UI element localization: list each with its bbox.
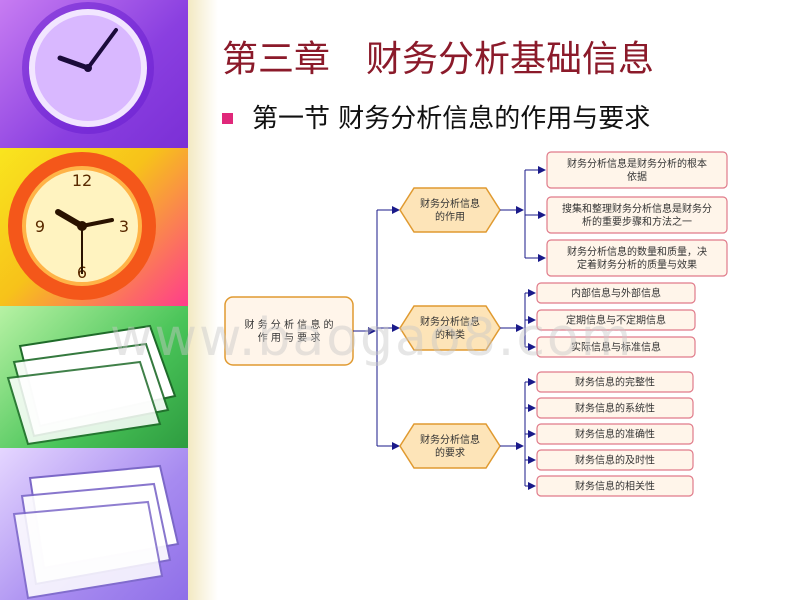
leaf-label: 内部信息与外部信息 xyxy=(571,287,661,300)
decorative-sidebar: 123 69 xyxy=(0,0,188,600)
branch-node-1-label-line: 的作用 xyxy=(435,210,465,223)
bullet-marker xyxy=(222,113,233,124)
leaf-label-line: 财务信息的相关性 xyxy=(575,480,655,493)
leaf-box xyxy=(536,336,696,358)
svg-text:3: 3 xyxy=(119,217,129,236)
paper-stack-icon xyxy=(6,324,177,446)
leaf-label-line: 财务信息的准确性 xyxy=(575,428,655,441)
leaf-label: 财务分析信息的数量和质量，决定着财务分析的质量与效果 xyxy=(567,245,707,271)
leaf-label-line: 财务信息的系统性 xyxy=(575,402,655,415)
branch-node-2-label-line: 的种类 xyxy=(435,328,465,341)
green-papers-panel xyxy=(0,306,188,448)
leaf-label-line: 财务信息的及时性 xyxy=(575,454,655,467)
leaf-label-line: 定着财务分析的质量与效果 xyxy=(577,258,697,271)
slide-subtitle: 第一节 财务分析信息的作用与要求 xyxy=(252,104,651,134)
branch-node-1-label-line: 财务分析信息 xyxy=(420,197,480,210)
leaf-label: 财务分析信息是财务分析的根本依据 xyxy=(567,157,707,183)
branch-node-3-label: 财务分析信息的要求 xyxy=(420,433,480,459)
leaf-box xyxy=(536,371,694,393)
root-node-label: 财 务 分 析 信 息 的作 用 与 要 求 xyxy=(244,318,333,344)
leaf-label-line: 内部信息与外部信息 xyxy=(571,287,661,300)
slide-title: 第三章 财务分析基础信息 xyxy=(222,39,655,80)
branch-node-1 xyxy=(399,187,501,233)
svg-text:12: 12 xyxy=(72,171,92,190)
branch-node-3-label-line: 的要求 xyxy=(435,446,465,459)
leaf-box xyxy=(536,449,694,471)
orange-clock-panel: 123 69 xyxy=(0,148,188,306)
leaf-label: 定期信息与不定期信息 xyxy=(566,314,666,327)
leaf-box xyxy=(546,196,728,234)
leaf-label-line: 析的重要步骤和方法之一 xyxy=(582,215,692,228)
leaf-label-line: 搜集和整理财务分析信息是财务分 xyxy=(562,202,712,215)
leaf-label: 财务信息的及时性 xyxy=(575,454,655,467)
purple-clock-panel xyxy=(0,0,188,148)
leaf-label-line: 财务分析信息是财务分析的根本 xyxy=(567,157,707,170)
branch-node-3 xyxy=(399,423,501,469)
branch-node-3-label-line: 财务分析信息 xyxy=(420,433,480,446)
mind-map-diagram: 财 务 分 析 信 息 的作 用 与 要 求财务分析信息的作用财务分析信息是财务… xyxy=(224,151,728,497)
branch-node-1-label: 财务分析信息的作用 xyxy=(420,197,480,223)
leaf-label: 财务信息的完整性 xyxy=(575,376,655,389)
leaf-label-line: 财务分析信息的数量和质量，决 xyxy=(567,245,707,258)
root-node-label-line: 财 务 分 析 信 息 的 xyxy=(244,318,333,331)
leaf-label: 财务信息的相关性 xyxy=(575,480,655,493)
leaf-box xyxy=(536,423,694,445)
lavender-papers-panel xyxy=(0,448,188,600)
leaf-box xyxy=(536,309,696,331)
branch-node-2-label-line: 财务分析信息 xyxy=(420,315,480,328)
leaf-box xyxy=(536,475,694,497)
leaf-label: 搜集和整理财务分析信息是财务分析的重要步骤和方法之一 xyxy=(562,202,712,228)
root-node xyxy=(224,296,354,366)
root-node-label-line: 作 用 与 要 求 xyxy=(258,332,321,344)
svg-text:9: 9 xyxy=(35,217,45,236)
leaf-box xyxy=(546,239,728,277)
leaf-label-line: 定期信息与不定期信息 xyxy=(566,314,666,327)
leaf-label: 财务信息的准确性 xyxy=(575,428,655,441)
leaf-box xyxy=(536,282,696,304)
orange-clock-icon: 123 69 xyxy=(8,152,156,300)
purple-clock-icon xyxy=(22,2,154,134)
leaf-label-line: 实际信息与标准信息 xyxy=(571,341,661,354)
sidebar-fade xyxy=(188,0,218,600)
leaf-box xyxy=(536,397,694,419)
branch-node-2 xyxy=(399,305,501,351)
branch-node-2-label: 财务分析信息的种类 xyxy=(420,315,480,341)
paper-stack-icon-2 xyxy=(12,464,180,600)
leaf-box xyxy=(546,151,728,189)
leaf-label-line: 依据 xyxy=(627,170,647,183)
leaf-label-line: 财务信息的完整性 xyxy=(575,376,655,389)
leaf-label: 财务信息的系统性 xyxy=(575,402,655,415)
leaf-label: 实际信息与标准信息 xyxy=(571,341,661,354)
